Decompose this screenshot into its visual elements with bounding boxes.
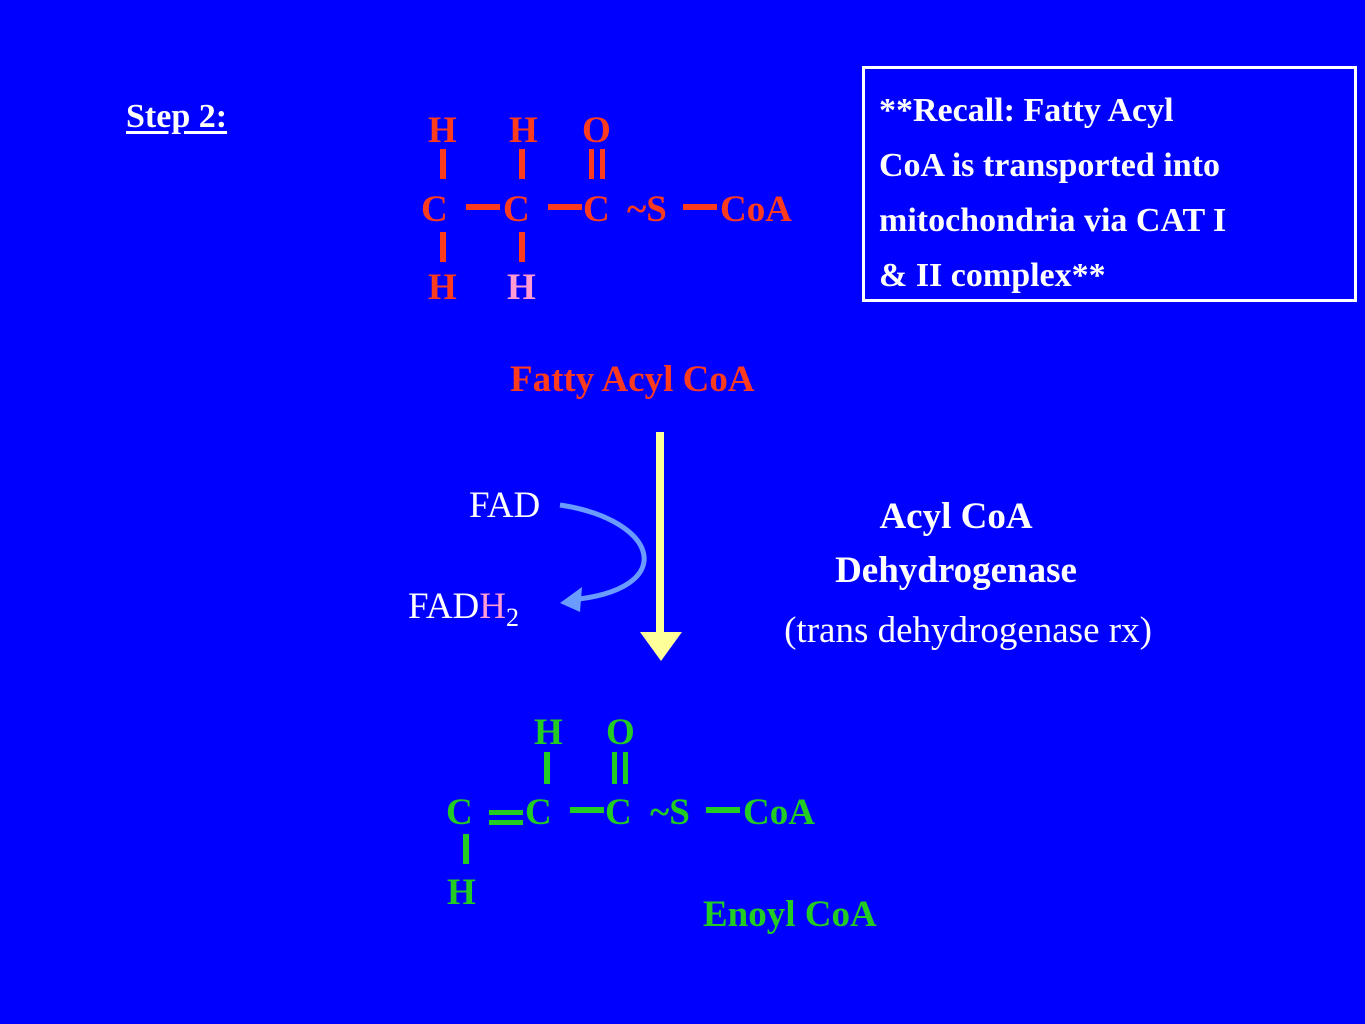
cofactor-fad: FAD	[469, 485, 541, 526]
atom-h-top-1: H	[428, 110, 457, 151]
enoyl-coa-label: Enoyl CoA	[703, 894, 877, 935]
atom-h-bottom-2: H	[507, 267, 536, 308]
bond-double-vertical	[612, 752, 617, 784]
step-title: Step 2:	[126, 98, 228, 135]
bond-single-horizontal	[570, 807, 604, 813]
enzyme-note: (trans dehydrogenase rx)	[784, 610, 1152, 651]
atom-s: ~S	[650, 792, 690, 833]
atom-h-top: H	[534, 712, 563, 753]
atom-h-top-2: H	[509, 110, 538, 151]
bond-double-horizontal	[489, 810, 523, 815]
bond-single-vertical	[519, 232, 525, 262]
bond-single-vertical	[440, 232, 446, 262]
reaction-arrowhead	[640, 632, 682, 661]
atom-o-top: O	[582, 110, 611, 151]
bond-single-horizontal	[683, 204, 717, 210]
bond-single-horizontal	[466, 204, 500, 210]
recall-line: mitochondria via CAT I	[879, 202, 1227, 239]
atom-o-top: O	[606, 712, 635, 753]
atom-c-3: C	[583, 189, 610, 230]
bond-single-horizontal	[548, 204, 582, 210]
fadh2-hydrogen: H	[479, 586, 507, 627]
cofactor-curved-arrow	[559, 502, 647, 603]
fatty-acyl-coa-label: Fatty Acyl CoA	[510, 359, 755, 400]
recall-line: & II complex**	[879, 257, 1106, 294]
atom-c-2: C	[525, 792, 552, 833]
bond-single-vertical	[544, 752, 550, 784]
recall-line: **Recall: Fatty Acyl	[879, 92, 1174, 129]
atom-c-2: C	[503, 189, 530, 230]
bond-double-horizontal	[489, 820, 523, 825]
atom-c-1: C	[446, 792, 473, 833]
atom-h-bottom: H	[447, 872, 476, 913]
reaction-arrow-shaft	[656, 432, 664, 640]
recall-line: CoA is transported into	[879, 147, 1220, 184]
bond-double-vertical	[600, 149, 605, 179]
bond-single-vertical	[440, 149, 446, 179]
enzyme-name-line1: Acyl CoA	[879, 496, 1033, 537]
atom-c-1: C	[421, 189, 448, 230]
atom-coa: CoA	[743, 792, 815, 833]
bond-single-vertical	[519, 149, 525, 179]
bond-single-vertical	[463, 834, 469, 864]
atom-s: ~S	[627, 189, 667, 230]
bond-single-horizontal	[706, 807, 740, 813]
atom-h-bottom-1: H	[428, 267, 457, 308]
bond-double-vertical	[623, 752, 628, 784]
bond-double-vertical	[589, 149, 594, 179]
cofactor-fadh2: FADH2	[408, 585, 519, 633]
atom-coa: CoA	[720, 189, 792, 230]
enzyme-name-line2: Dehydrogenase	[835, 550, 1077, 591]
fadh2-base: FAD	[408, 586, 480, 627]
recall-note-box: **Recall: Fatty Acyl CoA is transported …	[862, 66, 1357, 302]
atom-c-3: C	[605, 792, 632, 833]
fadh2-subscript: 2	[506, 603, 520, 632]
cofactor-arrowhead	[560, 587, 582, 612]
